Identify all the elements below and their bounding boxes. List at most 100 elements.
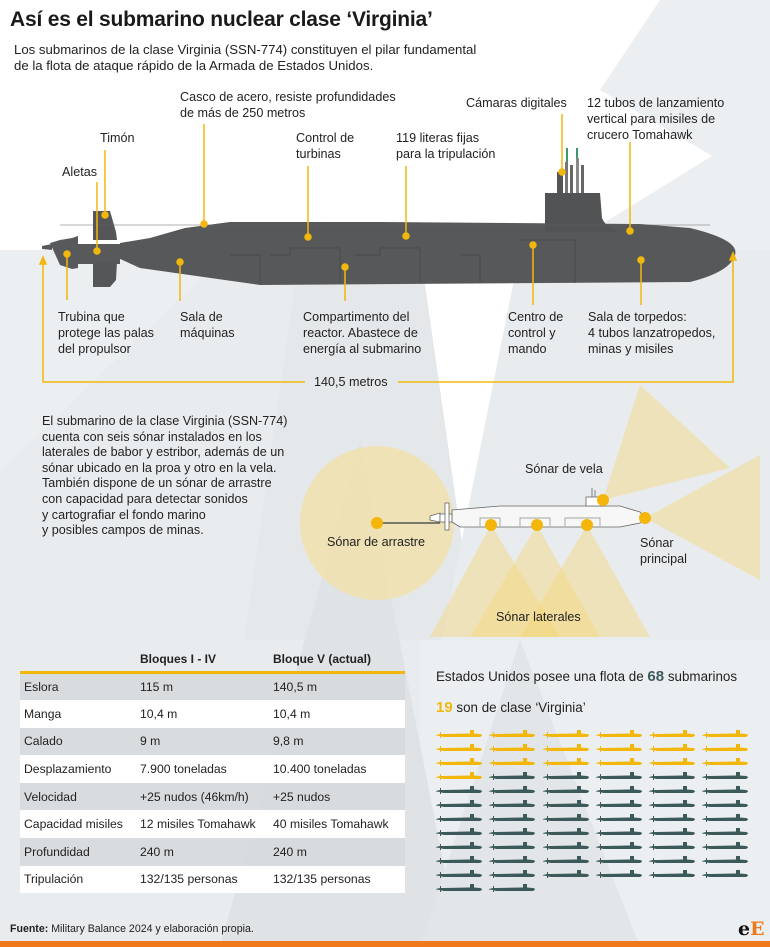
row-value: 132/135 personas xyxy=(140,865,273,894)
submarine-icon-virginia xyxy=(436,772,482,780)
fleet-title: Estados Unidos posee una flota de 68 sub… xyxy=(436,668,738,685)
label-sonar-principal: Sónar principal xyxy=(640,536,687,566)
label-camaras: Cámaras digitales xyxy=(466,96,567,110)
label-sonar-arrastre: Sónar de arrastre xyxy=(327,535,426,549)
label-timon: Timón xyxy=(100,131,135,145)
submarine-icon-virginia xyxy=(649,744,696,752)
submarine-icon-other xyxy=(436,828,482,836)
submarine-icon-other xyxy=(542,772,589,780)
submarine-icon-other xyxy=(489,814,536,822)
virginia-count: 19 xyxy=(436,699,453,716)
submarine-icon-virginia xyxy=(702,730,749,738)
brand-logo: eE xyxy=(738,918,765,940)
submarine-icon-other xyxy=(542,786,589,794)
submarine-icon-other xyxy=(542,842,589,850)
row-value: 9 m xyxy=(140,727,273,756)
submarine-icon-other xyxy=(542,828,589,836)
submarine-icon-other xyxy=(649,800,696,808)
submarine-icon-other xyxy=(649,856,696,864)
submarine-icon-other xyxy=(702,786,749,794)
label-control-turbinas: Control de turbinas xyxy=(296,131,355,161)
submarine-icon-virginia xyxy=(542,730,589,738)
length-bracket xyxy=(38,251,738,383)
label-sonar-vela: Sónar de vela xyxy=(525,462,603,476)
submarine-icon-other xyxy=(649,772,696,780)
table-header-row: Bloques I - IV Bloque V (actual) xyxy=(20,650,405,673)
submarine-icon-virginia xyxy=(595,758,642,766)
row-value: 115 m xyxy=(140,672,273,701)
label-aletas: Aletas xyxy=(62,165,98,179)
submarine-icon-virginia xyxy=(489,730,536,738)
submarine-icon-other xyxy=(436,814,482,822)
submarine-icon-other xyxy=(489,786,536,794)
submarine-icon-other xyxy=(489,842,536,850)
submarine-icon-other xyxy=(702,814,749,822)
submarine-icon-other xyxy=(702,772,749,780)
label-sonar-laterales: Sónar laterales xyxy=(496,610,581,624)
submarine-icon-other xyxy=(595,842,642,850)
row-label: Profundidad xyxy=(20,838,140,866)
submarine-icon-other xyxy=(649,786,696,794)
submarine-icon-virginia xyxy=(702,758,749,766)
submarine-icon-other xyxy=(436,870,482,878)
submarine-icon-other xyxy=(489,828,536,836)
bottom-bar xyxy=(0,941,770,947)
row-value: 240 m xyxy=(273,838,405,866)
label-casco: Casco de acero, resiste profundidades de… xyxy=(180,90,396,120)
row-value: 10.400 toneladas xyxy=(273,755,405,783)
table-header: Bloques I - IV xyxy=(140,652,217,666)
label-torpedos: Sala de torpedos: 4 tubos lanzatropedos,… xyxy=(588,310,716,356)
submarine-icon-other xyxy=(595,856,642,864)
row-value: 140,5 m xyxy=(273,672,405,701)
submarine-icon-other xyxy=(436,884,482,892)
row-label: Tripulación xyxy=(20,865,140,894)
submarine-icon-other xyxy=(436,786,482,794)
row-value: +25 nudos (46km/h) xyxy=(140,782,273,811)
row-label: Velocidad xyxy=(20,782,140,811)
row-value: 12 misiles Tomahawk xyxy=(140,810,273,839)
submarine-icon-other xyxy=(595,786,642,794)
submarine-icon-other xyxy=(595,772,642,780)
submarine-icon-other xyxy=(595,814,642,822)
row-value: 240 m xyxy=(140,838,273,866)
submarine-icon-virginia xyxy=(649,758,696,766)
submarine-icon-virginia xyxy=(436,758,482,766)
fleet-pictogram xyxy=(434,726,754,894)
submarine-icon-other xyxy=(595,800,642,808)
row-label: Desplazamiento xyxy=(20,755,140,783)
submarine-icon-virginia xyxy=(436,744,482,752)
submarine-icon-other xyxy=(702,856,749,864)
label-reactor: Compartimento del reactor. Abastece de e… xyxy=(303,310,422,356)
submarine-icon-virginia xyxy=(595,744,642,752)
submarine-icon-other xyxy=(649,814,696,822)
label-turbina: Trubina que protege las palas del propul… xyxy=(58,310,154,356)
row-label: Eslora xyxy=(20,672,140,701)
submarine-icon-other xyxy=(542,870,589,878)
submarine-icon-other xyxy=(649,828,696,836)
row-value: 10,4 m xyxy=(140,700,273,728)
submarine-icon-virginia xyxy=(489,758,536,766)
row-value: 10,4 m xyxy=(273,700,405,728)
submarine-icon-virginia xyxy=(542,758,589,766)
submarine-icon-other xyxy=(702,800,749,808)
submarine-diagram xyxy=(38,114,738,383)
length-label: 140,5 metros xyxy=(314,375,388,389)
submarine-icon-other xyxy=(489,870,536,878)
submarine-icon-other xyxy=(649,842,696,850)
submarine-icon-other xyxy=(595,828,642,836)
submarine-icon-virginia xyxy=(702,744,749,752)
submarine-icon-virginia xyxy=(489,744,536,752)
submarine-icon-other xyxy=(542,856,589,864)
row-value: 9,8 m xyxy=(273,727,405,756)
submarine-icon-other xyxy=(702,842,749,850)
page-subtitle: Los submarinos de la clase Virginia (SSN… xyxy=(14,42,477,73)
submarine-icon-other xyxy=(489,856,536,864)
submarine-icon-virginia xyxy=(649,730,696,738)
submarine-icon-other xyxy=(436,842,482,850)
submarine-icon-other xyxy=(542,800,589,808)
